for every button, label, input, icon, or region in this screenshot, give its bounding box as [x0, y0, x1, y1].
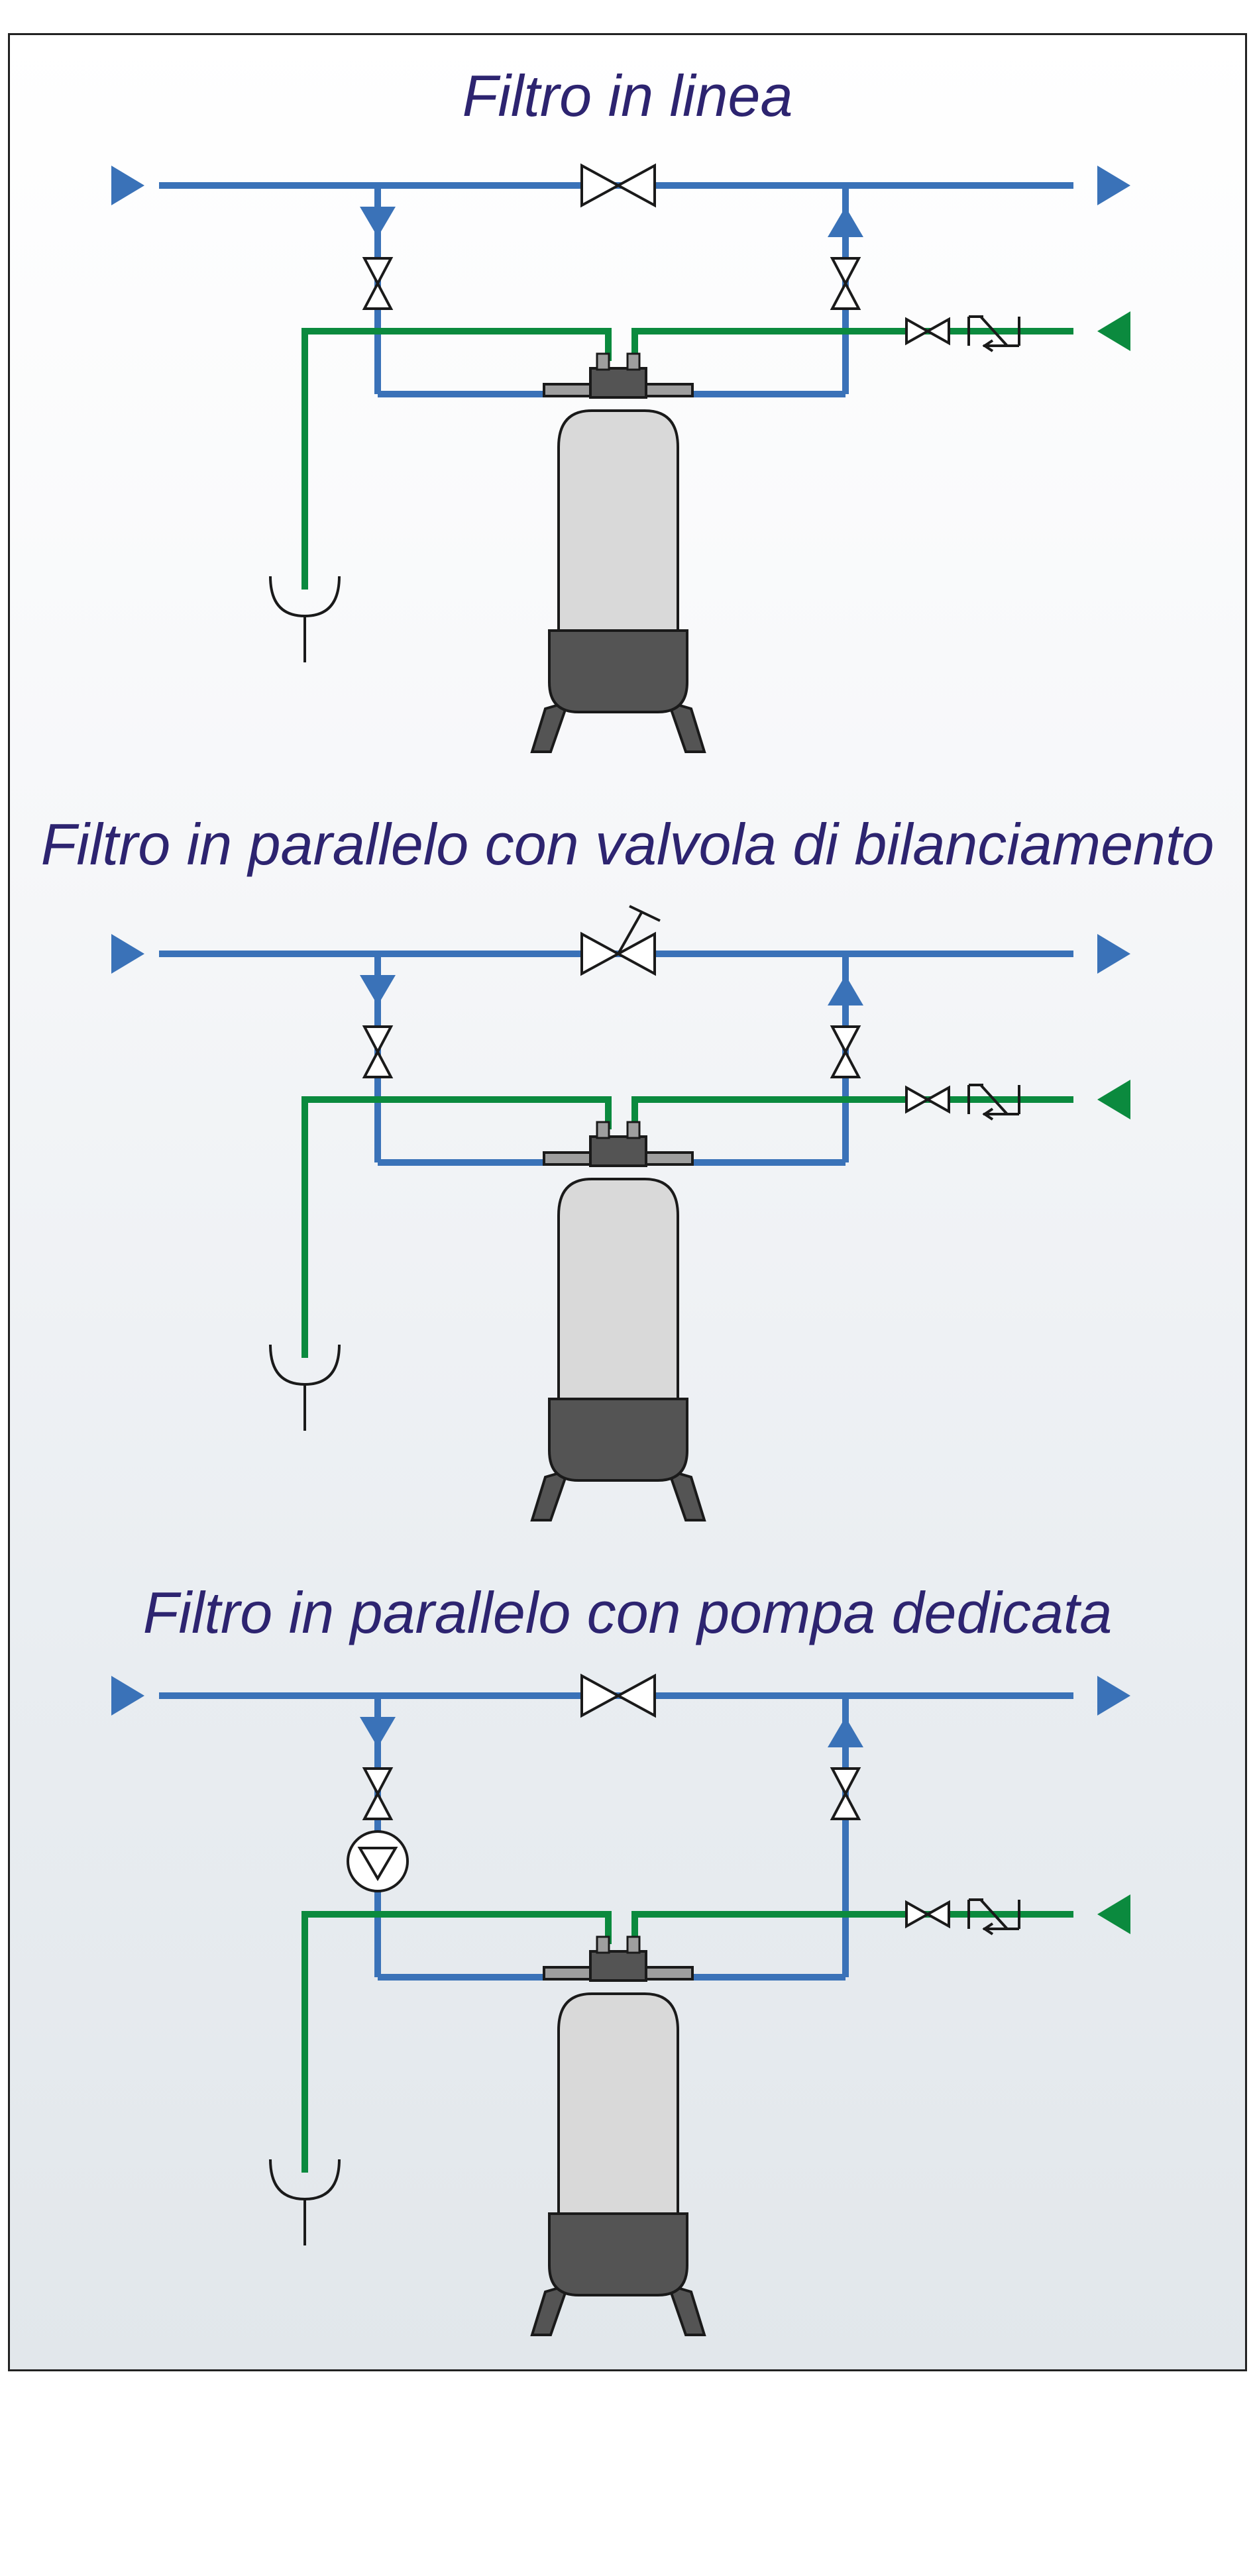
gate-valve-icon — [580, 164, 656, 207]
flow-arrow-icon — [360, 1717, 396, 1747]
flow-arrow-icon — [1097, 1080, 1130, 1119]
flow-arrow-icon — [111, 1676, 144, 1716]
gate-valve-icon — [831, 1767, 860, 1820]
drain-line — [301, 328, 612, 590]
gate-valve-icon — [905, 1086, 950, 1113]
filter-vessel-icon — [531, 1935, 706, 2336]
section-title: Filtro in parallelo con valvola di bilan… — [41, 811, 1215, 877]
gate-valve-icon — [831, 1025, 860, 1078]
gate-valve-icon — [905, 318, 950, 344]
flow-arrow-icon — [828, 975, 863, 1005]
gate-valve-icon — [905, 1901, 950, 1928]
flow-arrow-icon — [111, 166, 144, 205]
gate-valve-icon — [363, 257, 392, 310]
drain-line — [301, 1096, 612, 1358]
flow-arrow-icon — [1097, 934, 1130, 974]
flow-arrow-icon — [828, 207, 863, 237]
section-inline: Filtro in linea — [111, 63, 1130, 753]
gate-valve-icon — [580, 1674, 656, 1717]
flow-arrow-icon — [1097, 1894, 1130, 1934]
section-parallel-pump: Filtro in parallelo con pompa dedicata — [111, 1580, 1130, 2336]
gate-valve-icon — [363, 1025, 392, 1078]
flow-arrow-icon — [111, 934, 144, 974]
flow-arrow-icon — [1097, 166, 1130, 205]
pump-icon — [347, 1830, 409, 1892]
flow-arrow-icon — [360, 975, 396, 1005]
flow-arrow-icon — [828, 1717, 863, 1747]
section-parallel-balancing: Filtro in parallelo con valvola di bilan… — [41, 811, 1215, 1521]
gate-valve-icon — [831, 257, 860, 310]
flow-arrow-icon — [1097, 311, 1130, 351]
filter-vessel-icon — [531, 352, 706, 753]
balancing-valve-icon — [580, 905, 661, 975]
drain-line — [301, 1911, 612, 2173]
flow-arrow-icon — [1097, 1676, 1130, 1716]
filter-vessel-icon — [531, 1121, 706, 1521]
gate-valve-icon — [363, 1767, 392, 1820]
section-title: Filtro in linea — [463, 63, 793, 129]
flow-arrow-icon — [360, 207, 396, 237]
section-title: Filtro in parallelo con pompa dedicata — [143, 1580, 1113, 1645]
